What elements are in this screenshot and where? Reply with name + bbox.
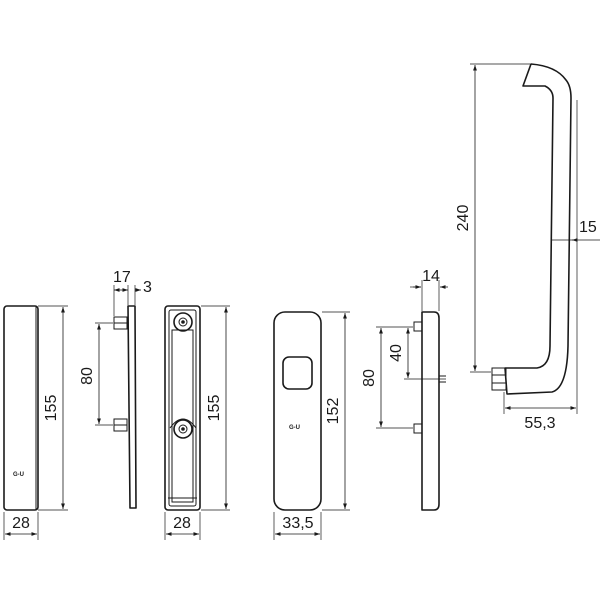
rosette-logo: G-U <box>289 425 300 431</box>
handle-body <box>504 63 572 395</box>
dim-17: 17 <box>113 269 131 286</box>
dim-40: 40 <box>388 344 405 362</box>
dim-28-a: 28 <box>12 515 30 532</box>
dim-152: 152 <box>325 398 342 425</box>
side-view-with-pins: 17 3 80 <box>79 269 152 509</box>
dim-155-a: 155 <box>43 395 60 422</box>
logo-mark: G-U <box>13 472 24 478</box>
cover-plate-front-view: G-U 155 28 <box>3 305 68 540</box>
dim-14: 14 <box>422 268 440 285</box>
dim-3: 3 <box>143 279 152 296</box>
dim-155-b: 155 <box>206 395 223 422</box>
dim-33-5: 33,5 <box>282 515 313 532</box>
dim-15: 15 <box>579 219 597 236</box>
dim-80-b: 80 <box>361 369 378 387</box>
rosette-front-view: G-U 152 33,5 <box>273 311 350 540</box>
pull-handle-side-view: 240 15 55,3 <box>455 63 600 432</box>
dim-28-b: 28 <box>173 515 191 532</box>
back-view: 155 28 <box>164 305 230 540</box>
dim-55-3: 55,3 <box>524 415 555 432</box>
rosette-side-view: 14 40 80 <box>361 268 448 511</box>
dim-80-a: 80 <box>79 367 96 385</box>
dim-240: 240 <box>455 205 472 232</box>
